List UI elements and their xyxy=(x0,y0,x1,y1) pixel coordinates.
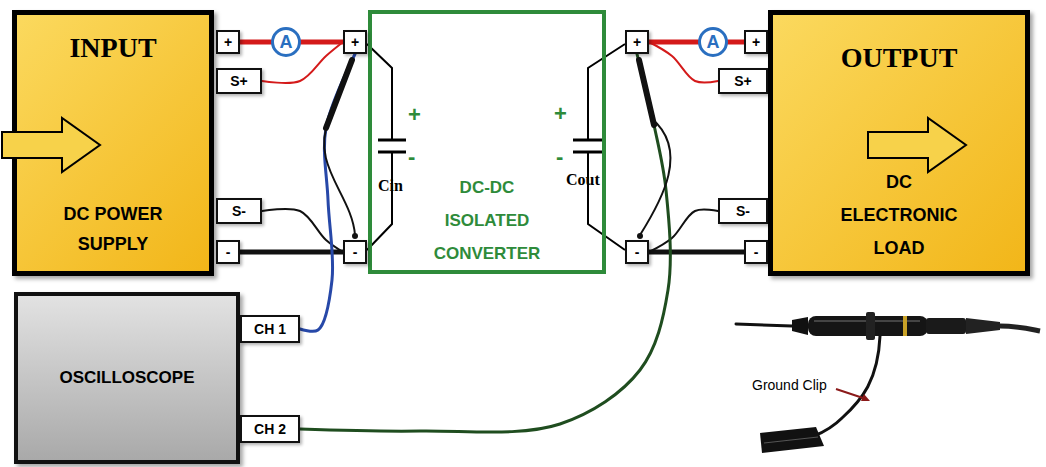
capacitor-plate xyxy=(378,139,406,142)
power-wire xyxy=(301,40,343,45)
node-title: A xyxy=(707,33,720,51)
node-title: OUTPUT xyxy=(841,43,958,74)
probe-cable xyxy=(300,54,355,331)
polarity-sign: + xyxy=(554,103,567,125)
ground-lead xyxy=(324,120,355,235)
capacitor-name: Cout xyxy=(566,172,600,188)
probe-handle xyxy=(926,318,966,334)
sense-terminal: S+ xyxy=(718,68,768,94)
flow-arrow xyxy=(868,118,966,172)
probe-body xyxy=(639,60,654,125)
node-title: S+ xyxy=(230,74,248,88)
ground-clip-dot xyxy=(352,233,358,239)
polarity-sign: + xyxy=(408,104,421,126)
terminal: - xyxy=(343,240,367,264)
callout-label: Ground Clip xyxy=(752,378,827,392)
probe-tip xyxy=(736,324,792,326)
node-title: S- xyxy=(232,204,246,218)
probe-cable xyxy=(1000,326,1040,331)
power-wire xyxy=(649,40,698,45)
power-supply-box: INPUT DC POWER SUPPLY xyxy=(12,10,214,276)
power-wire xyxy=(649,250,744,255)
sense-terminal: S- xyxy=(718,198,768,224)
node-body: DC POWER SUPPLY xyxy=(47,199,179,259)
node-title: + xyxy=(752,35,760,49)
node-title: OSCILLOSCOPE xyxy=(59,368,194,388)
clip-jaw xyxy=(764,437,818,443)
oscilloscope-box: OSCILLOSCOPE xyxy=(14,292,240,464)
node-title: DC-DC ISOLATED CONVERTER xyxy=(425,171,549,270)
leader-head xyxy=(861,394,870,401)
node-title: + xyxy=(224,35,232,49)
terminal: + xyxy=(216,30,240,54)
ground-clip-dot xyxy=(637,233,643,239)
sense-terminal: S+ xyxy=(216,68,262,94)
probe-strain-relief xyxy=(966,318,1000,334)
probe-ring xyxy=(866,312,875,340)
node-title: INPUT xyxy=(69,33,156,64)
probe-body xyxy=(326,60,352,128)
sense-wire xyxy=(649,210,718,252)
channel-input: CH 1 xyxy=(240,315,300,343)
node-title: A xyxy=(280,33,293,51)
terminal: + xyxy=(625,30,649,54)
capacitor-lead xyxy=(588,152,625,250)
node-title: - xyxy=(635,245,640,259)
ground-lead xyxy=(640,118,670,235)
power-wire xyxy=(240,40,271,45)
terminal: + xyxy=(343,30,367,54)
power-wire xyxy=(728,40,744,45)
polarity-sign: - xyxy=(408,146,415,168)
capacitor-plate xyxy=(573,139,602,142)
probe-band xyxy=(903,316,907,336)
node-title: S- xyxy=(736,204,750,218)
sense-terminal: S- xyxy=(216,198,262,224)
node-title: - xyxy=(754,245,759,259)
alligator-clip xyxy=(760,427,824,453)
terminal: - xyxy=(216,240,240,264)
electronic-load-box: OUTPUT DC ELECTRONIC LOAD xyxy=(768,10,1030,276)
leader-line xyxy=(836,389,866,399)
power-wire xyxy=(240,250,343,255)
node-title: CH 1 xyxy=(254,322,286,336)
node-title: S+ xyxy=(734,74,752,88)
terminal: - xyxy=(625,240,649,264)
probe-cable xyxy=(300,54,670,432)
polarity-sign: - xyxy=(556,146,563,168)
node-title: + xyxy=(351,35,359,49)
node-title: + xyxy=(633,35,641,49)
ammeter: A xyxy=(271,27,301,57)
channel-input: CH 2 xyxy=(240,415,300,443)
converter-box: DC-DC ISOLATED CONVERTER xyxy=(368,10,606,274)
terminal: - xyxy=(744,240,768,264)
terminal: + xyxy=(744,30,768,54)
node-title: - xyxy=(353,245,358,259)
probe-cone xyxy=(792,317,808,335)
flow-arrow xyxy=(2,118,100,172)
node-body: DC ELECTRONIC LOAD xyxy=(833,166,965,265)
capacitor-name: Cin xyxy=(378,178,403,194)
node-title: - xyxy=(226,245,231,259)
node-title: CH 2 xyxy=(254,422,286,436)
ammeter: A xyxy=(698,27,728,57)
capacitor-lead xyxy=(588,44,625,140)
